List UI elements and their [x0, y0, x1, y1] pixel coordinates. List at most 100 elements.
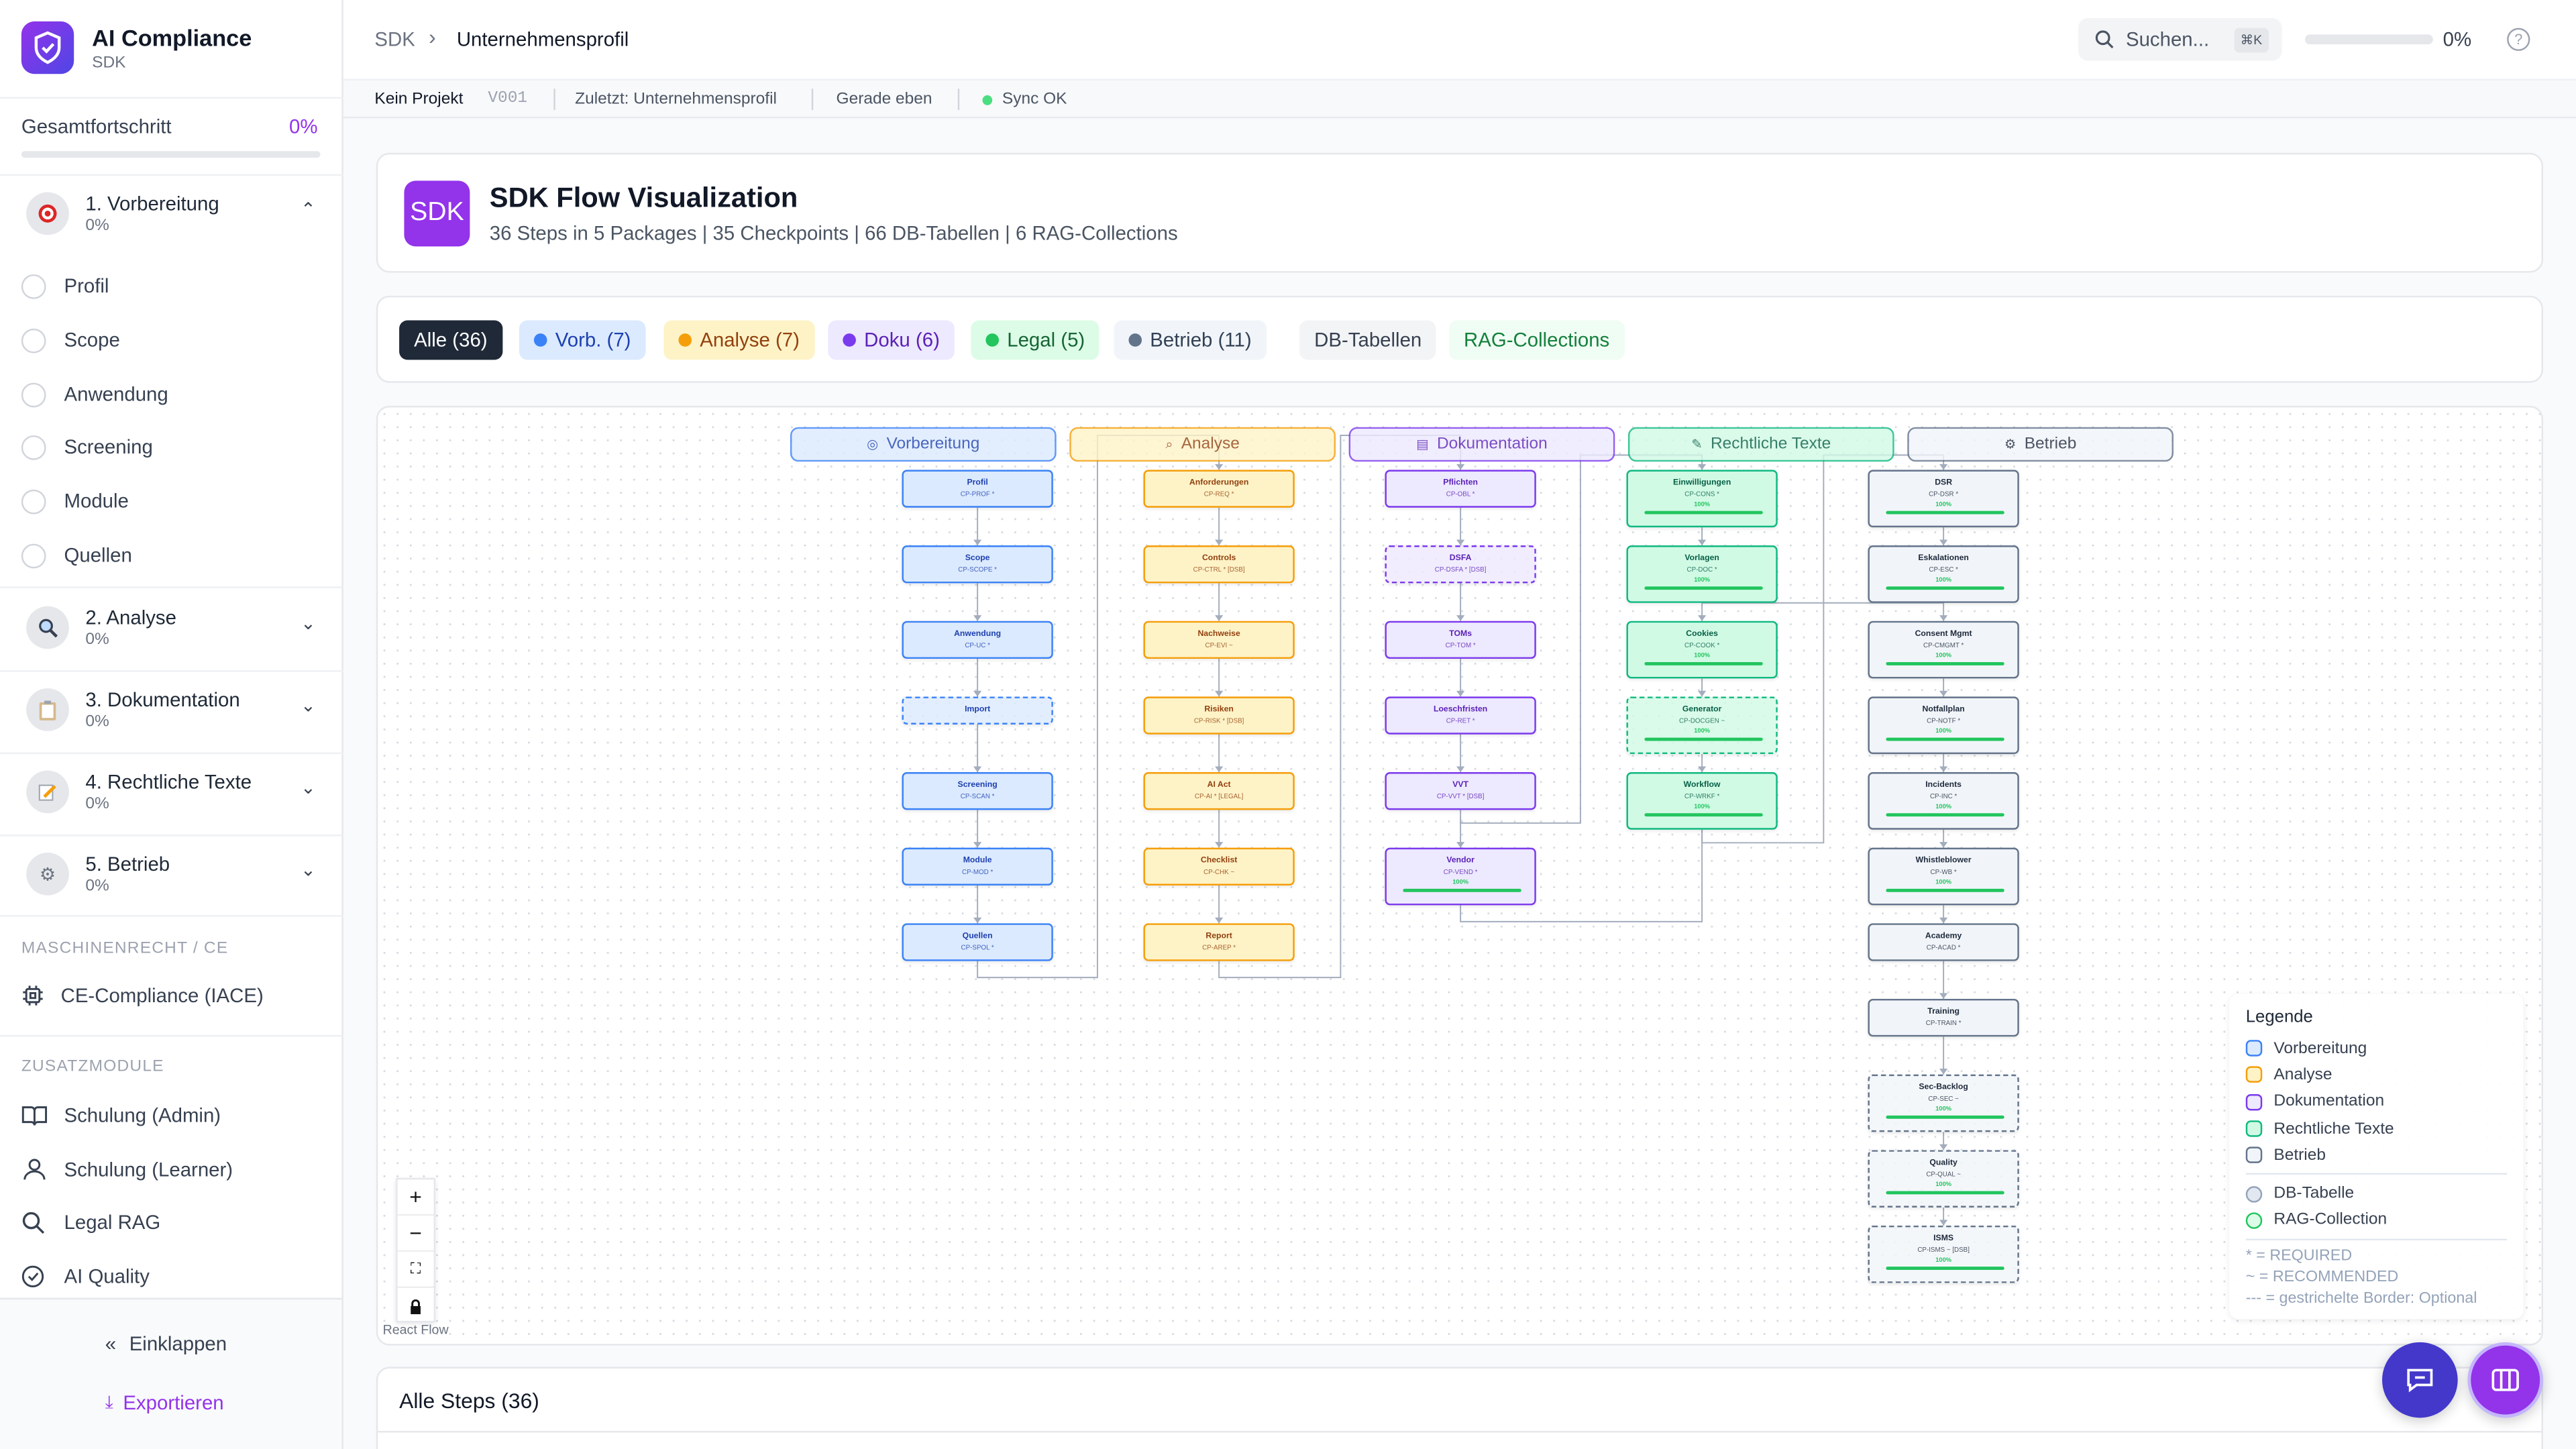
section-progress: 0% — [85, 877, 109, 896]
breadcrumb-chevron-icon: › — [429, 24, 436, 50]
chevron-up-icon[interactable]: ⌃ — [301, 200, 316, 221]
edge-arrow — [973, 690, 982, 697]
filter-chip[interactable]: Doku (6) — [828, 320, 955, 360]
filter-chip[interactable]: Analyse (7) — [663, 320, 814, 360]
sidebar-step-anwendung[interactable]: Anwendung — [21, 378, 168, 411]
edge-arrow — [973, 766, 982, 773]
node-checkpoint: CP-CHK ~ — [1203, 867, 1235, 876]
sidebar-step-quellen[interactable]: Quellen — [21, 539, 132, 572]
sidebar-item-legal-rag[interactable]: Legal RAG — [21, 1211, 160, 1234]
sidebar-section-vorbereitung[interactable]: 1. Vorbereitung 0% ⌃ — [0, 176, 343, 258]
chevron-down-icon[interactable]: ⌄ — [301, 614, 316, 635]
chevron-down-icon[interactable]: ⌄ — [301, 696, 316, 716]
legend-item: Betrieb — [2245, 1142, 2507, 1169]
package-header-label: Betrieb — [2024, 435, 2077, 453]
help-icon[interactable]: ? — [2507, 28, 2530, 51]
filter-chip[interactable]: RAG-Collections — [1449, 320, 1625, 360]
legend-swatch — [2245, 1093, 2263, 1110]
filter-chip[interactable]: DB-Tabellen — [1299, 320, 1437, 360]
node-progress-label: 100% — [1694, 727, 1711, 735]
sidebar-item-ce-compliance[interactable]: CE-Compliance (IACE) — [21, 984, 264, 1007]
filter-chip[interactable]: Betrieb (11) — [1114, 320, 1267, 360]
filter-chip[interactable]: Alle (36) — [399, 320, 502, 360]
sidebar-section-dokumentation[interactable]: 3. Dokumentation 0% ⌄ — [0, 672, 343, 754]
project-label[interactable]: Kein Projekt — [374, 90, 464, 109]
step-label: Screening — [64, 435, 153, 459]
chat-button[interactable] — [2382, 1342, 2458, 1418]
fit-view-button[interactable]: ⛶ — [397, 1252, 434, 1289]
sidebar-section-betrieb[interactable]: ⚙ 5. Betrieb 0% ⌄ — [0, 837, 343, 918]
legend-label: Rechtliche Texte — [2273, 1120, 2394, 1138]
clipboard-icon: ▤ — [1416, 437, 1429, 452]
react-flow-attribution[interactable]: React Flow — [382, 1322, 449, 1338]
panel-toggle-button[interactable] — [2467, 1342, 2544, 1418]
sidebar-section-analyse[interactable]: 2. Analyse 0% ⌄ — [0, 590, 343, 672]
last-visited: Zuletzt: Unternehmensprofil — [575, 90, 777, 109]
download-icon: ⤓ — [105, 1392, 113, 1412]
sidebar-step-module[interactable]: Module — [21, 484, 129, 517]
sidebar-section-rechtliche-texte[interactable]: 4. Rechtliche Texte 0% ⌄ — [0, 754, 343, 836]
page-title: SDK Flow Visualization — [489, 182, 798, 214]
section-label: 3. Dokumentation — [85, 688, 240, 712]
chevron-down-icon[interactable]: ⌄ — [301, 861, 316, 881]
divider — [2245, 1173, 2508, 1176]
legend-label: RAG-Collection — [2273, 1211, 2387, 1230]
search-input[interactable]: Suchen... ⌘K — [2078, 17, 2282, 61]
filter-chip[interactable]: Vorb. (7) — [519, 320, 646, 360]
item-label: Schulung (Learner) — [64, 1158, 233, 1181]
collapse-button[interactable]: «Einklappen — [105, 1332, 227, 1355]
lock-button[interactable] — [398, 1288, 434, 1324]
header-progress-bar — [2304, 34, 2433, 45]
sidebar-item-schulung-admin[interactable]: Schulung (Admin) — [21, 1104, 221, 1127]
sidebar-step-screening[interactable]: Screening — [21, 431, 153, 464]
sidebar-step-profil[interactable]: Profil — [21, 270, 109, 303]
sidebar-item-ai-quality[interactable]: AI Quality — [21, 1265, 150, 1288]
divider — [811, 89, 814, 111]
flow-node-import[interactable]: Import — [902, 696, 1053, 725]
sidebar-step-scope[interactable]: Scope — [21, 323, 120, 356]
filter-chip[interactable]: Legal (5) — [971, 320, 1100, 360]
export-button[interactable]: ⤓Exportieren — [105, 1391, 224, 1414]
breadcrumb-root[interactable]: SDK — [374, 28, 415, 51]
zoom-out-button[interactable]: − — [397, 1216, 434, 1252]
sidebar-item-schulung-learner[interactable]: Schulung (Learner) — [21, 1159, 233, 1181]
zoom-in-button[interactable]: + — [397, 1179, 434, 1216]
chevron-down-icon[interactable]: ⌄ — [301, 778, 316, 799]
